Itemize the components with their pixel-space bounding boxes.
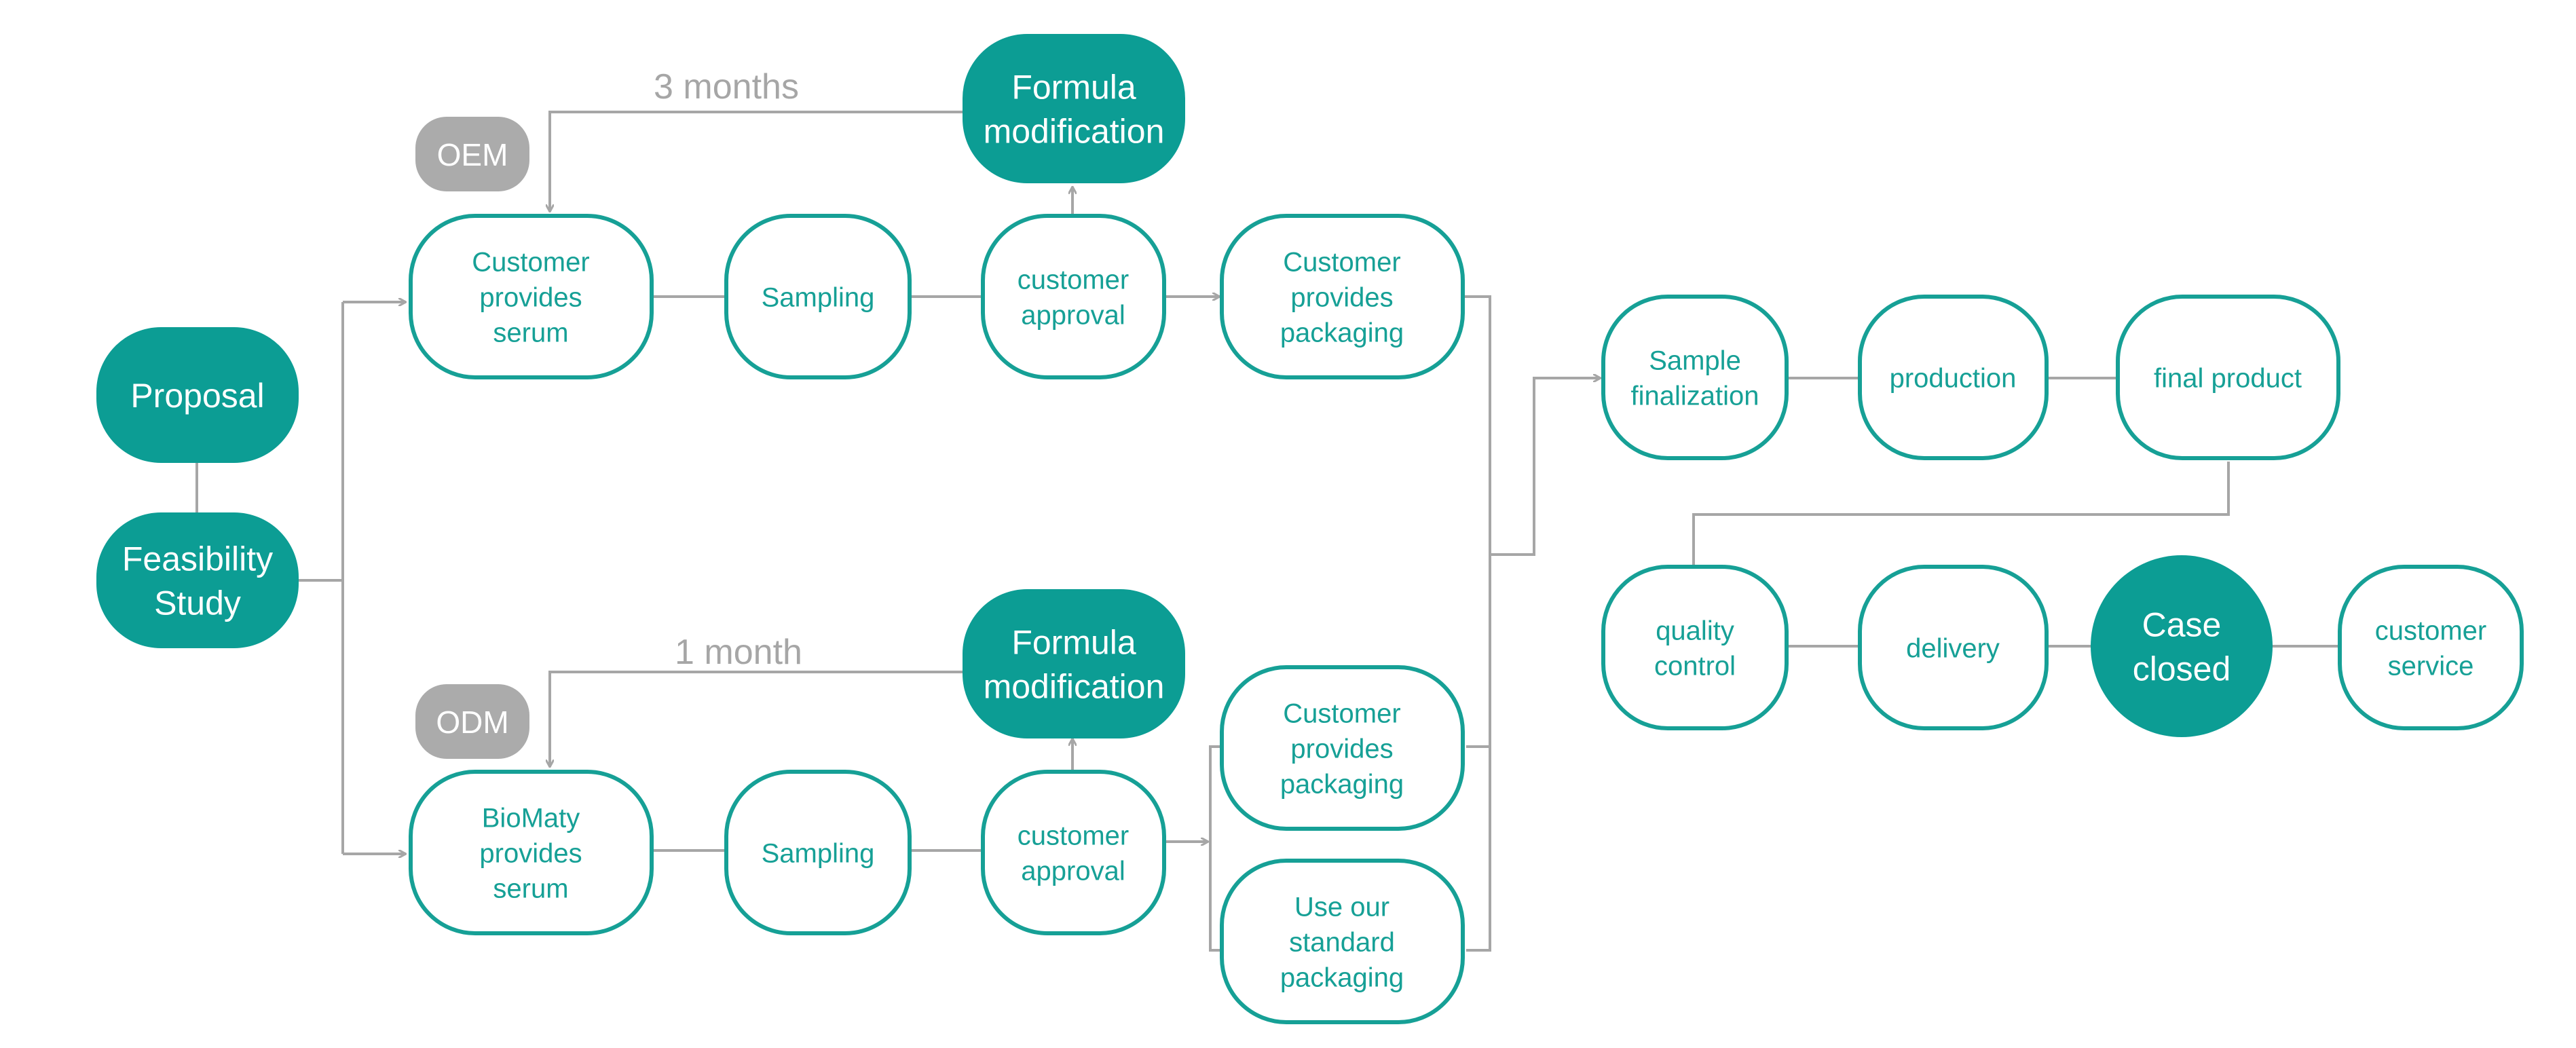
label-line: provides bbox=[479, 282, 582, 312]
node-sample-finalization-label: Sample finalization bbox=[1630, 345, 1759, 411]
duration-label-oem: 3 months bbox=[654, 67, 799, 107]
label-line: Feasibility bbox=[122, 540, 273, 578]
node-quality-control: quality control bbox=[1601, 565, 1789, 730]
label-line: customer bbox=[2375, 616, 2487, 645]
node-delivery-label: delivery bbox=[1906, 633, 2000, 663]
label-line: standard bbox=[1289, 927, 1395, 957]
label-line: modification bbox=[984, 668, 1165, 706]
label-line: Sampling bbox=[762, 838, 875, 868]
node-odm-customer-approval-label: customer approval bbox=[1018, 821, 1130, 886]
label-line: Use our bbox=[1294, 892, 1389, 922]
label-line: modification bbox=[984, 113, 1165, 151]
label-line: packaging bbox=[1280, 769, 1404, 799]
connector-merge-oem bbox=[1463, 295, 1491, 952]
label-line: control bbox=[1654, 651, 1736, 681]
odm-tag: ODM bbox=[415, 684, 529, 759]
node-odm-formula-modification: Formula modification bbox=[963, 589, 1185, 738]
node-oem-customer-provides-packaging-label: Customer provides packaging bbox=[1280, 247, 1404, 348]
node-customer-service: customer service bbox=[2338, 565, 2524, 730]
node-odm-sampling-label: Sampling bbox=[762, 838, 875, 868]
node-oem-customer-provides-serum-label: Customer provides serum bbox=[472, 247, 589, 348]
node-case-closed-label: Case closed bbox=[2133, 606, 2231, 688]
oem-tag: OEM bbox=[415, 117, 529, 191]
label-line: customer bbox=[1018, 265, 1130, 295]
label-line: Customer bbox=[472, 247, 589, 277]
label-line: Proposal bbox=[130, 377, 264, 415]
label-line: provides bbox=[479, 838, 582, 868]
node-oem-sampling-label: Sampling bbox=[762, 282, 875, 312]
connector-finalproduct-quality bbox=[1692, 462, 2230, 567]
node-sample-finalization: Sample finalization bbox=[1601, 295, 1789, 460]
node-quality-control-label: quality control bbox=[1654, 616, 1736, 681]
label-line: customer bbox=[1018, 821, 1130, 850]
label-line: approval bbox=[1021, 856, 1125, 886]
label-line: Sampling bbox=[762, 282, 875, 312]
label-line: provides bbox=[1290, 282, 1393, 312]
label-line: finalization bbox=[1630, 381, 1759, 411]
oem-tag-label: OEM bbox=[437, 137, 508, 172]
connector-odm-packaging-split bbox=[1209, 745, 1220, 952]
label-line: approval bbox=[1021, 300, 1125, 330]
node-odm-customer-provides-packaging: Customer provides packaging bbox=[1220, 665, 1465, 831]
node-oem-customer-provides-packaging: Customer provides packaging bbox=[1220, 214, 1465, 379]
node-oem-customer-approval-label: customer approval bbox=[1018, 265, 1130, 330]
node-proposal: Proposal bbox=[96, 327, 299, 463]
label-line: closed bbox=[2133, 650, 2231, 688]
label-line: Study bbox=[154, 584, 241, 622]
node-odm-customer-provides-packaging-label: Customer provides packaging bbox=[1280, 698, 1404, 799]
odm-tag-label: ODM bbox=[436, 705, 508, 740]
node-proposal-label: Proposal bbox=[130, 377, 264, 415]
node-oem-sampling: Sampling bbox=[724, 214, 912, 379]
label-line: packaging bbox=[1280, 962, 1404, 992]
node-oem-formula-modification: Formula modification bbox=[963, 34, 1185, 183]
duration-label-odm: 1 month bbox=[675, 633, 802, 672]
node-odm-standard-packaging-label: Use our standard packaging bbox=[1280, 892, 1404, 992]
label-line: production bbox=[1890, 363, 2017, 393]
node-oem-customer-approval: customer approval bbox=[981, 214, 1166, 379]
connectors bbox=[195, 111, 2340, 952]
node-oem-customer-provides-serum: Customer provides serum bbox=[409, 214, 654, 379]
node-production: production bbox=[1858, 295, 2049, 460]
node-odm-formula-modification-label: Formula modification bbox=[984, 624, 1165, 706]
node-odm-sampling: Sampling bbox=[724, 770, 912, 935]
label-line: final product bbox=[2154, 363, 2302, 393]
node-delivery: delivery bbox=[1858, 565, 2049, 730]
node-odm-standard-packaging: Use our standard packaging bbox=[1220, 859, 1465, 1024]
label-line: packaging bbox=[1280, 318, 1404, 348]
label-line: quality bbox=[1656, 616, 1734, 645]
label-line: Case bbox=[2142, 606, 2222, 644]
node-oem-formula-modification-label: Formula modification bbox=[984, 69, 1165, 151]
label-line: BioMaty bbox=[482, 803, 580, 833]
node-case-closed: Case closed bbox=[2091, 555, 2273, 737]
label-line: provides bbox=[1290, 734, 1393, 764]
label-line: Customer bbox=[1283, 247, 1400, 277]
node-odm-biomaty-provides-serum-label: BioMaty provides serum bbox=[479, 803, 582, 903]
label-line: serum bbox=[493, 874, 568, 903]
node-production-label: production bbox=[1890, 363, 2017, 393]
label-line: Formula bbox=[1011, 69, 1136, 107]
label-line: delivery bbox=[1906, 633, 2000, 663]
arrow-oem-formula-back bbox=[550, 111, 963, 212]
label-line: Sample bbox=[1649, 345, 1741, 375]
label-line: service bbox=[2388, 651, 2474, 681]
label-line: Customer bbox=[1283, 698, 1400, 728]
node-final-product: final product bbox=[2116, 295, 2340, 460]
label-line: Formula bbox=[1011, 624, 1136, 662]
node-customer-service-label: customer service bbox=[2375, 616, 2487, 681]
label-line: serum bbox=[493, 318, 568, 348]
node-final-product-label: final product bbox=[2154, 363, 2302, 393]
node-odm-customer-approval: customer approval bbox=[981, 770, 1166, 935]
arrow-merge-to-sample-finalization bbox=[1490, 378, 1601, 556]
arrow-odm-formula-back bbox=[550, 671, 963, 767]
node-odm-biomaty-provides-serum: BioMaty provides serum bbox=[409, 770, 654, 935]
